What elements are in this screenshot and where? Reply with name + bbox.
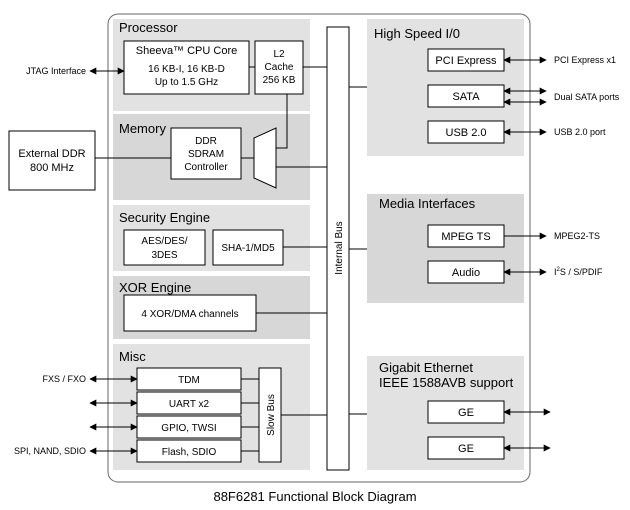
- ddr-controller-line2: SDRAM: [188, 149, 224, 160]
- xor-channels-label: 4 XOR/DMA channels: [141, 309, 238, 320]
- misc-title: Misc: [119, 349, 146, 364]
- gigabit-ethernet-title-line1: Gigabit Ethernet: [379, 360, 473, 375]
- uart-label: UART x2: [169, 399, 210, 410]
- ge-label-2: GE: [458, 443, 474, 455]
- gpio-label: GPIO, TWSI: [161, 423, 216, 434]
- usb-label: USB 2.0: [446, 127, 487, 139]
- aes-des-line1: AES/DES/: [141, 236, 187, 247]
- aes-des-line2: 3DES: [151, 250, 177, 261]
- memory-mux: [253, 127, 277, 189]
- sha-label: SHA-1/MD5: [221, 243, 275, 254]
- l2-to-mux-line: [276, 94, 288, 149]
- media-interfaces-title: Media Interfaces: [379, 196, 476, 211]
- external-ddr-line1: External DDR: [18, 148, 85, 160]
- i2s-label-superscript: 2: [557, 267, 561, 273]
- mpeg2-label: MPEG2-TS: [554, 231, 600, 241]
- sha-box: [212, 229, 284, 266]
- pcie-label: PCI Express: [435, 55, 497, 67]
- jtag-label: JTAG Interface: [26, 66, 86, 76]
- sata-box: [427, 84, 505, 108]
- mpeg-ts-label: MPEG TS: [441, 231, 490, 243]
- external-ddr-box: [8, 130, 96, 191]
- l2-cache-line3: 256 KB: [263, 75, 296, 86]
- l2-cache-line2: Cache: [265, 62, 294, 73]
- fxs-label: FXS / FXO: [42, 374, 86, 384]
- security-title: Security Engine: [119, 210, 210, 225]
- cpu-core-speed: Up to 1.5 GHz: [155, 77, 218, 88]
- slow-bus-label: Slow Bus: [266, 394, 277, 436]
- external-ddr-line2: 800 MHz: [30, 162, 74, 174]
- usb-port-label: USB 2.0 port: [554, 127, 606, 137]
- cpu-core-label: Sheeva™ CPU Core: [136, 45, 238, 57]
- xor-channels-box: [123, 294, 257, 332]
- media-interfaces-section: [367, 194, 524, 303]
- sata-label: SATA: [452, 91, 480, 103]
- spi-label: SPI, NAND, SDIO: [14, 446, 86, 456]
- l2-cache-line1: L2: [273, 49, 285, 60]
- cpu-core-cache: 16 KB-I, 16 KB-D: [148, 64, 225, 75]
- diagram-caption: 88F6281 Functional Block Diagram: [213, 489, 417, 504]
- xor-title: XOR Engine: [119, 280, 191, 295]
- flash-label: Flash, SDIO: [162, 447, 217, 458]
- audio-label: Audio: [452, 267, 480, 279]
- internal-bus-label: Internal Bus: [334, 221, 345, 274]
- i2s-label-rest: S / S/PDIF: [560, 267, 603, 277]
- ddr-controller-box: [170, 127, 242, 180]
- i2s-label: I2S / S/PDIF: [554, 267, 603, 277]
- high-speed-io-title: High Speed I/0: [374, 26, 460, 41]
- pcie-x1-label: PCI Express x1: [554, 55, 616, 65]
- dual-sata-label: Dual SATA ports: [554, 92, 620, 102]
- ge-label-1: GE: [458, 407, 474, 419]
- gigabit-ethernet-title-line2: IEEE 1588AVB support: [379, 375, 514, 390]
- tdm-label: TDM: [178, 375, 200, 386]
- processor-title: Processor: [119, 20, 178, 35]
- i2s-label-i: I: [554, 267, 557, 277]
- ddr-controller-line3: Controller: [184, 162, 228, 173]
- aes-des-box: [123, 229, 206, 266]
- ddr-controller-line1: DDR: [195, 136, 217, 147]
- memory-title: Memory: [119, 121, 166, 136]
